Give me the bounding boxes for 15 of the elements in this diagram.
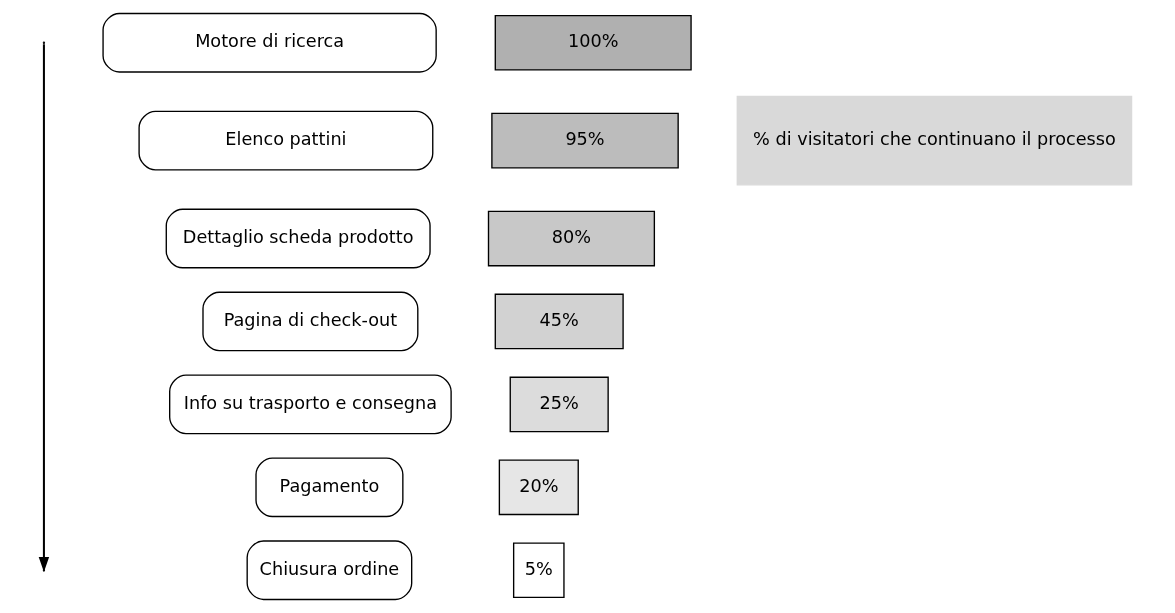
node-box: 100% bbox=[494, 14, 692, 71]
node-box: Pagina di check-out bbox=[202, 291, 419, 352]
node-box: 80% bbox=[487, 210, 656, 267]
node-box: Dettaglio scheda prodotto bbox=[165, 208, 431, 269]
node-box: % di visitatori che continuano il processo bbox=[736, 95, 1133, 186]
node-box: Chiusura ordine bbox=[246, 540, 413, 601]
node-box: Motore di ricerca bbox=[102, 12, 437, 73]
node-box: Pagamento bbox=[255, 457, 404, 518]
node-box: 25% bbox=[509, 376, 609, 433]
node-box: 20% bbox=[498, 459, 579, 516]
node-box: 5% bbox=[512, 542, 565, 599]
node-box: Info su trasporto e consegna bbox=[169, 374, 452, 435]
node-box: 95% bbox=[491, 112, 679, 169]
node-box: Elenco pattini bbox=[138, 110, 434, 171]
node-box: 45% bbox=[494, 293, 624, 350]
